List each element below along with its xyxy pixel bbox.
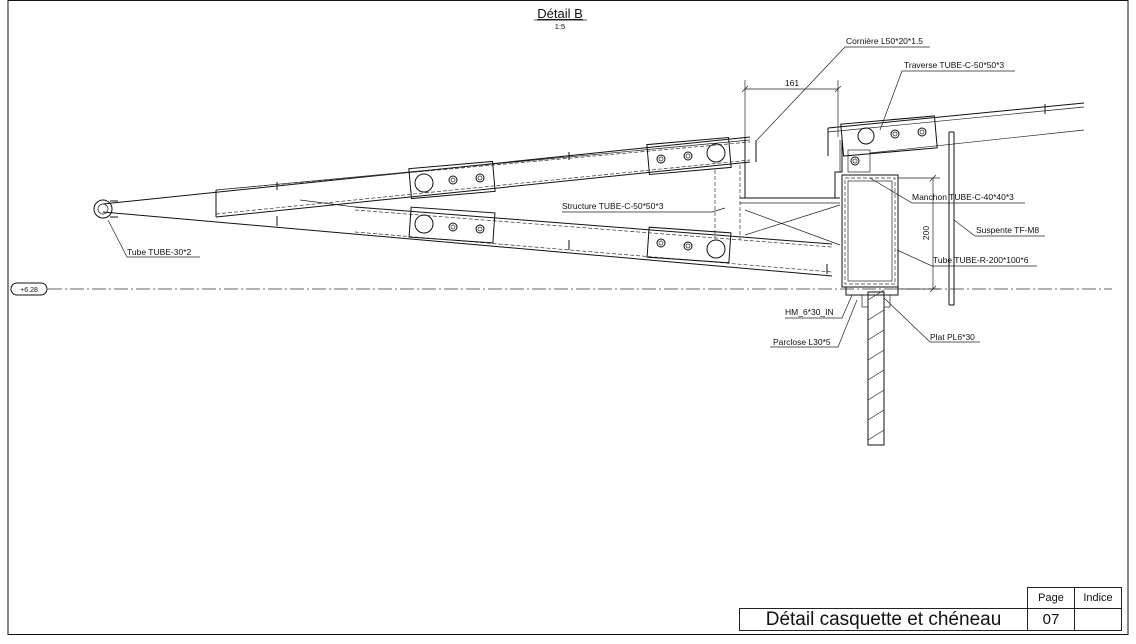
dimension-200: 200 bbox=[898, 174, 940, 293]
indice-label: Indice bbox=[1083, 592, 1113, 604]
gutter-profile bbox=[744, 137, 843, 199]
page-label: Page bbox=[1038, 592, 1064, 604]
label-tube-round: Tube TUBE-30*2 bbox=[127, 247, 192, 257]
rivet-ticks bbox=[276, 104, 1046, 274]
sheet-title: Détail casquette et chéneau bbox=[765, 608, 1002, 630]
round-tube bbox=[93, 199, 118, 219]
splice-lower-2 bbox=[646, 226, 732, 264]
rect-tube bbox=[841, 174, 899, 288]
title-block-page-label-cell: Page bbox=[1027, 587, 1075, 609]
leader-lines bbox=[107, 46, 1045, 348]
dimension-161: 161 bbox=[741, 78, 842, 137]
detail-scale: 1:5 bbox=[555, 22, 565, 31]
label-plat: Plat PL6*30 bbox=[930, 332, 975, 342]
title-block-indice-label-cell: Indice bbox=[1074, 587, 1122, 609]
glazing-mullion bbox=[845, 286, 899, 446]
label-corniere: Cornière L50*20*1.5 bbox=[846, 36, 923, 46]
sheet-border bbox=[7, 0, 1129, 635]
detail-title: Détail B bbox=[537, 6, 583, 21]
label-tube-rect: Tube TUBE-R-200*100*6 bbox=[933, 255, 1029, 265]
level-mark-bubble bbox=[10, 282, 48, 296]
label-manchon: Manchon TUBE-C-40*40*3 bbox=[912, 192, 1014, 202]
splice-upper-2 bbox=[646, 136, 732, 176]
suspension-rod bbox=[948, 131, 955, 306]
level-mark: +6.28 bbox=[20, 287, 38, 294]
label-suspente: Suspente TF-M8 bbox=[976, 225, 1039, 235]
splice-lower-1 bbox=[408, 206, 496, 244]
page-value: 07 bbox=[1042, 611, 1060, 628]
title-block-page-value-cell: 07 bbox=[1027, 608, 1075, 631]
label-hm: HM_6*30_IN bbox=[785, 307, 834, 317]
traverse-member bbox=[827, 102, 1085, 173]
label-traverse: Traverse TUBE-C-50*50*3 bbox=[904, 60, 1004, 70]
upper-member bbox=[102, 136, 751, 218]
dimension-200-value: 200 bbox=[921, 226, 931, 240]
splice-upper-1 bbox=[408, 160, 496, 200]
title-block-sheet-title-cell: Détail casquette et chéneau bbox=[739, 608, 1028, 631]
title-block-indice-value-cell bbox=[1074, 608, 1122, 631]
label-structure: Structure TUBE-C-50*50*3 bbox=[562, 201, 664, 211]
label-parclose: Parclose L30*5 bbox=[773, 337, 831, 347]
dimension-161-value: 161 bbox=[785, 78, 799, 88]
